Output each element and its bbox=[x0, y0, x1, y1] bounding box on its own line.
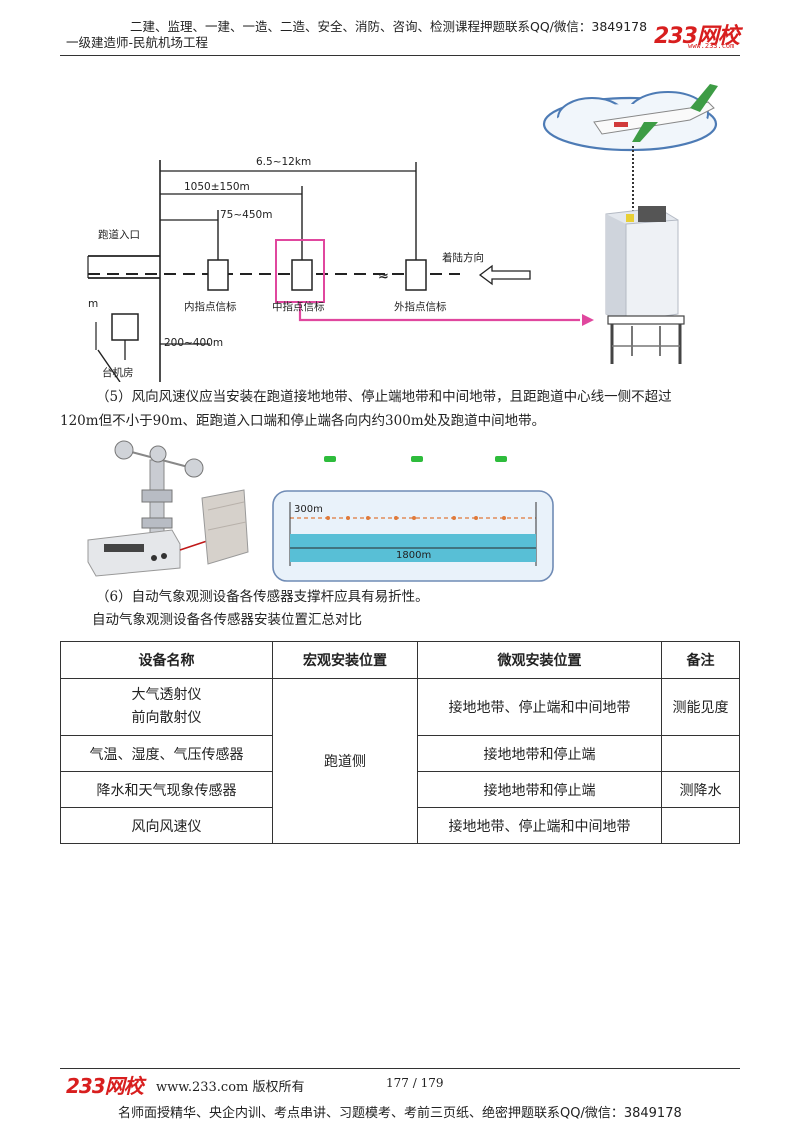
dim-middle-label: 1050±150m bbox=[184, 181, 250, 193]
cell-micro-location: 接地地带和停止端 bbox=[417, 771, 662, 808]
table-row: 大气透射仪 前向散射仪 跑道侧 接地地带、停止端和中间地带 测能见度 bbox=[60, 678, 740, 844]
header-device-name: 设备名称 bbox=[60, 641, 273, 679]
dim-outer-label: 6.5~12km bbox=[256, 156, 311, 168]
svg-text:≈: ≈ bbox=[378, 269, 389, 284]
table-row: 气温、湿度、气压传感器 接地地带和停止端 bbox=[60, 735, 740, 772]
cell-note: 测降水 bbox=[661, 771, 740, 808]
paragraph-6: （6）自动气象观测设备各传感器支撑杆应具有易折性。 bbox=[96, 589, 429, 605]
cell-note: 测能见度 bbox=[661, 678, 740, 736]
cell-device-name: 风向风速仪 bbox=[60, 807, 273, 844]
table-row: 降水和天气现象传感器 接地地带和停止端 测降水 bbox=[60, 771, 740, 808]
header-logo: 233网校 www.233.com bbox=[654, 24, 740, 50]
cell-micro-location: 接地地带、停止端和中间地带 bbox=[417, 807, 662, 844]
sensor-indicator-icon bbox=[411, 456, 423, 462]
visibility-sensor-illustration bbox=[605, 206, 685, 364]
room-label: 台机房 bbox=[102, 366, 134, 379]
anemometer-illustration bbox=[87, 440, 249, 577]
equipment-room-box bbox=[111, 313, 139, 341]
cell-device-name: 气温、湿度、气压传感器 bbox=[60, 735, 273, 772]
middle-marker-label: 中指点信标 bbox=[272, 300, 325, 313]
header-micro-location: 微观安装位置 bbox=[417, 641, 662, 679]
sensor-location-table: 设备名称 宏观安装位置 微观安装位置 备注 大气透射仪 前向散射仪 跑道侧 接地… bbox=[60, 641, 740, 844]
pink-arrowhead-icon bbox=[582, 314, 594, 326]
threshold-label: 跑道入口 bbox=[98, 228, 140, 241]
dim-inner-label: 75~450m bbox=[220, 209, 272, 221]
footer-contact-line: 名师面授精华、央企内训、考点串讲、习题模考、考前三页纸、绝密押题联系QQ/微信：… bbox=[118, 1106, 682, 1121]
outer-marker-box bbox=[405, 259, 427, 291]
cell-micro-location: 接地地带、停止端和中间地带 bbox=[417, 678, 662, 736]
cell-device-name: 大气透射仪 前向散射仪 bbox=[60, 678, 273, 736]
inner-marker-label: 内指点信标 bbox=[184, 300, 237, 313]
page-number: 177 / 179 bbox=[386, 1076, 444, 1090]
dim-room-label: 200~400m bbox=[164, 337, 223, 349]
footer-logo: 233网校 bbox=[66, 1074, 144, 1098]
marker-beacon-diagram: ≈ 6.5~12km 1050±150m 75~450m 跑道入口 着陆方向 内… bbox=[87, 156, 580, 382]
footer-copyright: www.233.com 版权所有 bbox=[156, 1080, 305, 1095]
aircraft-cloud-illustration bbox=[542, 84, 718, 152]
runway-distance-diagram: 300m 1800m bbox=[272, 490, 554, 582]
cell-device-name: 降水和天气现象传感器 bbox=[60, 771, 273, 808]
cell-note bbox=[661, 735, 740, 772]
device-name-line1: 大气透射仪 bbox=[131, 687, 202, 703]
device-name-line2: 前向散射仪 bbox=[131, 710, 202, 726]
distance-1800-label: 1800m bbox=[396, 550, 431, 561]
table-caption: 自动气象观测设备各传感器安装位置汇总对比 bbox=[92, 612, 362, 628]
table-header-row: 设备名称 宏观安装位置 微观安装位置 备注 bbox=[60, 641, 740, 679]
cell-note bbox=[661, 807, 740, 844]
sensor-indicator-icon bbox=[495, 456, 507, 462]
paragraph-5-line2: 120m但不小于90m、距跑道入口端和停止端各向内约300m处及跑道中间地带。 bbox=[60, 413, 546, 429]
header-contact-line: 二建、监理、一建、一造、二造、安全、消防、咨询、检测课程押题联系QQ/微信：38… bbox=[130, 19, 648, 34]
direction-label: 着陆方向 bbox=[442, 251, 484, 264]
middle-marker-box bbox=[291, 259, 313, 291]
footer-rule bbox=[60, 1068, 740, 1069]
edge-unit-label: m bbox=[88, 298, 98, 310]
paragraph-5-line1: （5）风向风速仪应当安装在跑道接地地带、停止端地带和中间地带，且距跑道中心线一侧… bbox=[96, 389, 672, 405]
header-rule bbox=[60, 55, 740, 56]
header-course-title: 一级建造师-民航机场工程 bbox=[66, 35, 209, 50]
signal-dotted-line bbox=[632, 146, 634, 212]
landing-direction-arrow bbox=[478, 264, 531, 286]
sensor-indicator-icon bbox=[324, 456, 336, 462]
inner-marker-box bbox=[207, 259, 229, 291]
header-note: 备注 bbox=[661, 641, 740, 679]
distance-300-label: 300m bbox=[294, 504, 323, 515]
table-row: 风向风速仪 接地地带、停止端和中间地带 bbox=[60, 807, 740, 844]
outer-marker-label: 外指点信标 bbox=[394, 300, 447, 313]
cell-micro-location: 接地地带和停止端 bbox=[417, 735, 662, 772]
cell-macro-location: 跑道侧 bbox=[272, 678, 418, 844]
header-macro-location: 宏观安装位置 bbox=[272, 641, 418, 679]
